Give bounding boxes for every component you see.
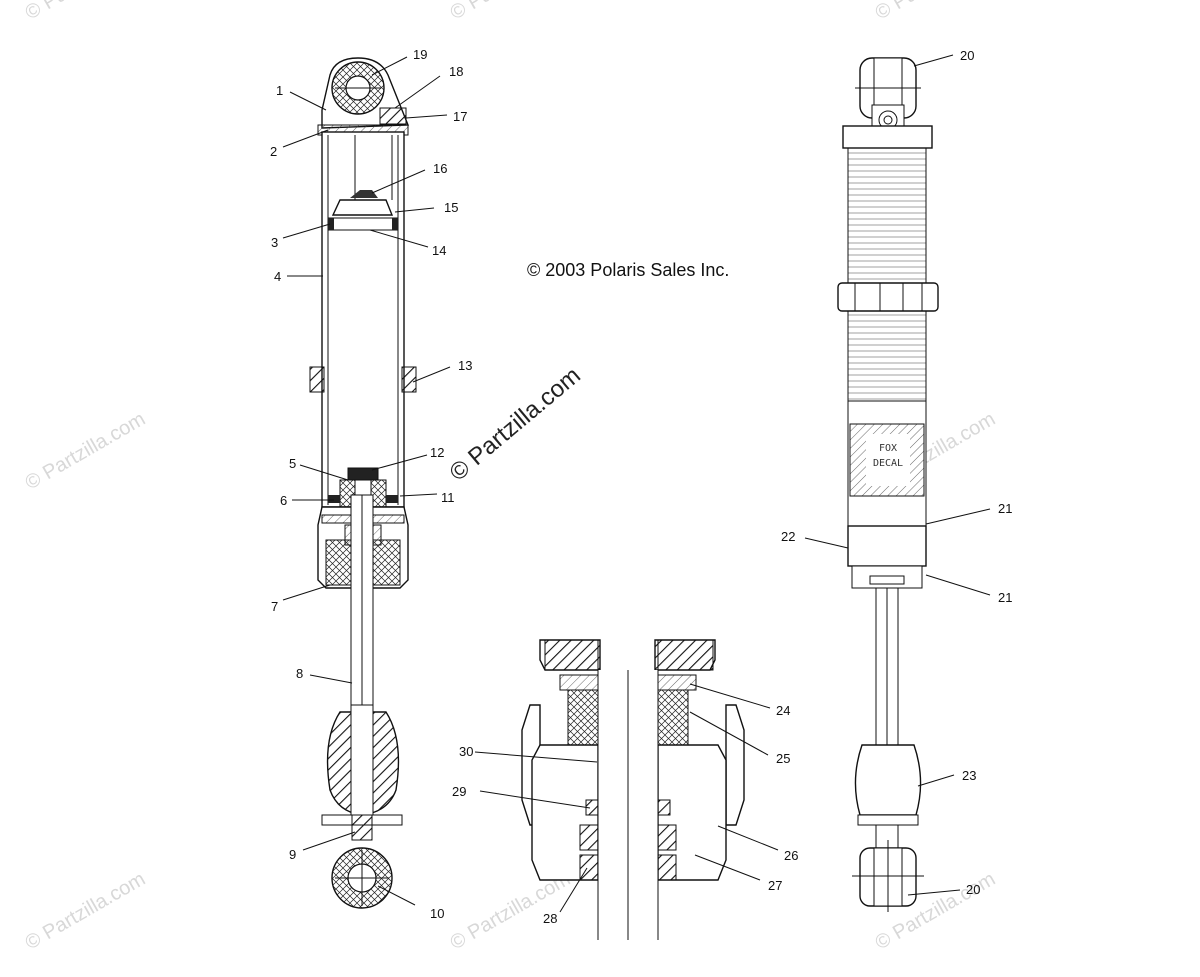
label-23: 23: [962, 768, 976, 783]
fox-decal-text: DECAL: [873, 458, 903, 469]
label-11: 11: [441, 490, 455, 505]
label-30: 30: [459, 744, 473, 759]
watermark-text: © Partzilla.com: [872, 0, 1000, 24]
label-6: 6: [280, 493, 287, 508]
label-8: 8: [296, 666, 303, 681]
part-labels: 1 2 3 4 5 6 7 8 9 10 11 12 13 14 15 16 1…: [270, 47, 1012, 926]
label-21: 21: [998, 501, 1012, 516]
watermark-center-text: © Partzilla.com: [445, 362, 586, 487]
label-1: 1: [276, 83, 283, 98]
label-10: 10: [430, 906, 444, 921]
watermark-text: © Partzilla.com: [22, 0, 150, 24]
label-12: 12: [430, 445, 444, 460]
label-14: 14: [432, 243, 446, 258]
label-15: 15: [444, 200, 458, 215]
watermark-text: © Partzilla.com: [447, 0, 575, 24]
label-18: 18: [449, 64, 463, 79]
shock-exterior: FOX DECAL: [837, 57, 939, 912]
shock-cross-section: [309, 57, 417, 909]
label-9: 9: [289, 847, 296, 862]
label-4: 4: [274, 269, 281, 284]
label-7: 7: [271, 599, 278, 614]
leader-lines: [282, 54, 991, 913]
label-13: 13: [458, 358, 472, 373]
label-17: 17: [453, 109, 467, 124]
label-22: 22: [781, 529, 795, 544]
label-29: 29: [452, 784, 466, 799]
copyright-text: © 2003 Polaris Sales Inc.: [527, 260, 729, 280]
label-26: 26: [784, 848, 798, 863]
watermark-text: © Partzilla.com: [22, 868, 150, 954]
label-2: 2: [270, 144, 277, 159]
label-20: 20: [966, 882, 980, 897]
label-20: 20: [960, 48, 974, 63]
label-21: 21: [998, 590, 1012, 605]
label-25: 25: [776, 751, 790, 766]
label-3: 3: [271, 235, 278, 250]
fox-decal-text: FOX: [879, 443, 897, 454]
label-5: 5: [289, 456, 296, 471]
label-27: 27: [768, 878, 782, 893]
label-16: 16: [433, 161, 447, 176]
watermark-text: © Partzilla.com: [22, 408, 150, 494]
label-19: 19: [413, 47, 427, 62]
label-24: 24: [776, 703, 790, 718]
seal-detail: [521, 639, 745, 940]
label-28: 28: [543, 911, 557, 926]
